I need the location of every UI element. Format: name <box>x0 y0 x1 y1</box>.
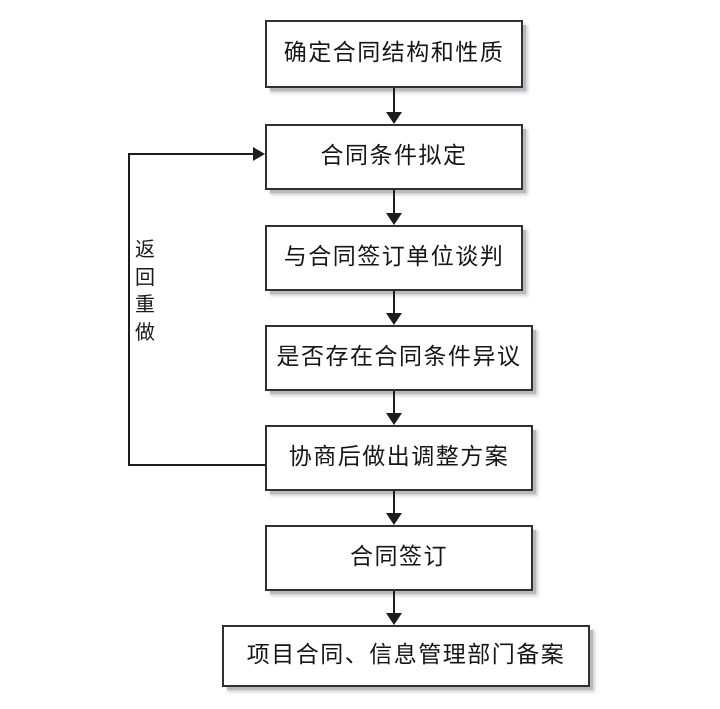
flow-node-7-label: 项目合同、信息管理部门备案 <box>246 642 566 669</box>
edge-feedback-bottom-segment <box>128 464 266 466</box>
edge-n1-n2-line <box>393 88 395 114</box>
edge-n5-n6-arrowhead <box>386 513 402 525</box>
edge-n3-n4-arrowhead <box>386 313 402 325</box>
edge-feedback-vertical-segment <box>128 153 130 466</box>
edge-n2-n3-arrowhead <box>386 213 402 225</box>
flow-node-4-label: 是否存在合同条件异议 <box>276 344 522 371</box>
edge-feedback-arrowhead <box>253 147 265 161</box>
edge-n3-n4-line <box>393 291 395 313</box>
flow-node-7[interactable]: 项目合同、信息管理部门备案 <box>222 625 590 687</box>
flow-node-1[interactable]: 确定合同结构和性质 <box>265 20 523 88</box>
edge-n6-n7-line <box>393 591 395 613</box>
edge-n6-n7-arrowhead <box>386 613 402 625</box>
flow-node-3[interactable]: 与合同签订单位谈判 <box>265 225 523 291</box>
flow-node-4[interactable]: 是否存在合同条件异议 <box>265 325 533 391</box>
edge-n4-n5-line <box>393 391 395 413</box>
flow-node-2[interactable]: 合同条件拟定 <box>265 124 523 190</box>
edge-n2-n3-line <box>393 190 395 213</box>
edge-n4-n5-arrowhead <box>386 413 402 425</box>
flow-node-1-label: 确定合同结构和性质 <box>283 40 505 67</box>
flow-node-6[interactable]: 合同签订 <box>265 525 533 591</box>
flow-node-5-label: 协商后做出调整方案 <box>288 444 510 471</box>
flow-node-3-label: 与合同签订单位谈判 <box>283 244 505 271</box>
edge-n1-n2-arrowhead <box>386 112 402 124</box>
feedback-loop-label: 返 回 重 做 <box>135 237 155 344</box>
flow-node-2-label: 合同条件拟定 <box>320 143 468 170</box>
flow-node-6-label: 合同签订 <box>350 544 448 571</box>
flow-node-5[interactable]: 协商后做出调整方案 <box>265 425 533 491</box>
edge-feedback-top-segment <box>128 153 253 155</box>
edge-n5-n6-line <box>393 491 395 513</box>
